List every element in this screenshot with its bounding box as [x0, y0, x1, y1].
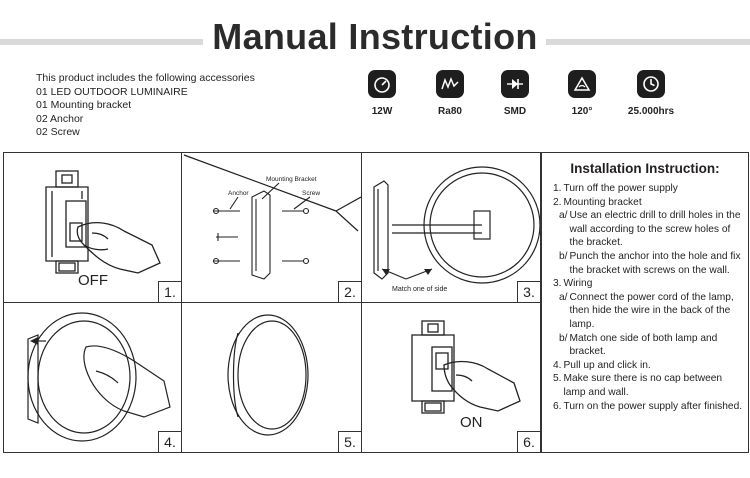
- instruction-step: 1.Turn off the power supply: [553, 182, 744, 196]
- installation-instructions: Installation Instruction: 1.Turn off the…: [541, 152, 749, 453]
- step-number: 5.: [338, 431, 361, 452]
- spectrum-icon: [436, 70, 464, 98]
- gauge-icon: [368, 70, 396, 98]
- panel-3-caption: Match one of side: [392, 286, 447, 293]
- step-marker: a/: [559, 291, 568, 303]
- breaker-on-illustration: ON: [411, 320, 521, 431]
- step-panel-2: Mounting Bracket Anchor Screw 2.: [181, 152, 362, 303]
- step-panel-6: ON 6.: [361, 302, 541, 453]
- step-text: Connect the power cord of the lamp, then…: [569, 291, 734, 330]
- instruction-step: b/Punch the anchor into the hole and fix…: [553, 250, 744, 277]
- spec-cri: Ra80: [410, 70, 490, 117]
- step-text: Turn off the power supply: [563, 183, 678, 194]
- step-number: 3.: [517, 281, 540, 302]
- bracket-lamp-match-illustration: Match one of side: [373, 166, 540, 293]
- step-marker: 1.: [553, 183, 562, 194]
- spec-led: SMD: [475, 70, 555, 117]
- step-number: 2.: [338, 281, 361, 302]
- spec-cri-label: Ra80: [438, 106, 462, 117]
- step-text: Mounting bracket: [563, 196, 642, 208]
- beam-angle-icon: [568, 70, 596, 98]
- instruction-step: a/Connect the power cord of the lamp, th…: [553, 291, 744, 332]
- instruction-step: 6.Turn on the power supply after finishe…: [553, 400, 744, 414]
- accessory-item: 01 LED OUTDOOR LUMINAIRE: [36, 85, 188, 98]
- step-marker: 3.: [553, 278, 562, 290]
- spec-angle-label: 120°: [571, 106, 593, 117]
- step-number: 1.: [158, 281, 181, 302]
- step-number: 4.: [158, 431, 181, 452]
- instructions-title: Installation Instruction:: [570, 161, 720, 176]
- spec-led-label: SMD: [503, 106, 527, 117]
- bracket-callout: Mounting Bracket: [266, 176, 317, 183]
- bracket-parts-illustration: Mounting Bracket Anchor Screw: [183, 154, 361, 280]
- instruction-step: b/Match one side of both lamp and bracke…: [553, 332, 744, 359]
- step-marker: 4.: [553, 359, 562, 371]
- header-rule-left: [0, 39, 203, 45]
- anchor-callout: Anchor: [228, 190, 249, 197]
- breaker-off-illustration: OFF: [45, 170, 161, 289]
- screw-callout: Screw: [302, 190, 320, 197]
- step-text: Match one side of both lamp and bracket.: [569, 332, 718, 358]
- step-marker: b/: [559, 332, 568, 344]
- instruction-step: a/Use an electric drill to drill holes i…: [553, 209, 744, 250]
- instruction-step: 3.Wiring: [553, 277, 744, 291]
- page-title: Manual Instruction: [212, 16, 538, 57]
- step-panel-3: Match one of side 3.: [361, 152, 541, 303]
- accessory-item: 02 Screw: [36, 126, 80, 138]
- step-text: Pull up and click in.: [563, 359, 651, 371]
- step-marker: b/: [559, 250, 568, 262]
- step-panel-5: 5.: [181, 302, 362, 453]
- step-marker: a/: [559, 210, 568, 222]
- clock-icon: [637, 70, 665, 98]
- accessories-intro: This product includes the following acce…: [36, 72, 255, 84]
- accessory-item: 02 Anchor: [36, 112, 84, 125]
- instruction-step: 2.Mounting bracket: [553, 196, 744, 210]
- accessories-list: This product includes the following acce…: [36, 72, 255, 140]
- step-text: Use an electric drill to drill holes in …: [569, 210, 741, 249]
- instruction-step: 4.Pull up and click in.: [553, 359, 744, 373]
- spec-lifetime: 25.000hrs: [611, 70, 691, 117]
- accessory-item: 01 Mounting bracket: [36, 99, 132, 111]
- spec-angle: 120°: [542, 70, 622, 117]
- panel-1-caption: OFF: [78, 272, 108, 289]
- lamp-click-illustration: [27, 312, 171, 442]
- step-text: Make sure there is no cap between lamp a…: [563, 373, 723, 398]
- spec-power-label: 12W: [371, 106, 393, 117]
- spec-power: 12W: [342, 70, 422, 117]
- step-text: Turn on the power supply after finished.: [563, 400, 743, 412]
- step-text: Punch the anchor into the hole and fix t…: [569, 250, 741, 276]
- led-diode-icon: [501, 70, 529, 98]
- instruction-step: 5.Make sure there is no cap between lamp…: [553, 372, 744, 399]
- step-marker: 5.: [553, 373, 562, 385]
- header-rule-right: [546, 39, 750, 45]
- step-panel-1: OFF 1.: [3, 152, 182, 303]
- spec-lifetime-label: 25.000hrs: [627, 106, 675, 117]
- panel-6-caption: ON: [460, 414, 483, 431]
- step-text: Wiring: [563, 278, 593, 290]
- step-panel-4: 4.: [3, 302, 182, 453]
- lamp-installed-illustration: [227, 314, 309, 436]
- step-number: 6.: [517, 431, 540, 452]
- step-marker: 2.: [553, 196, 562, 208]
- step-marker: 6.: [553, 400, 562, 412]
